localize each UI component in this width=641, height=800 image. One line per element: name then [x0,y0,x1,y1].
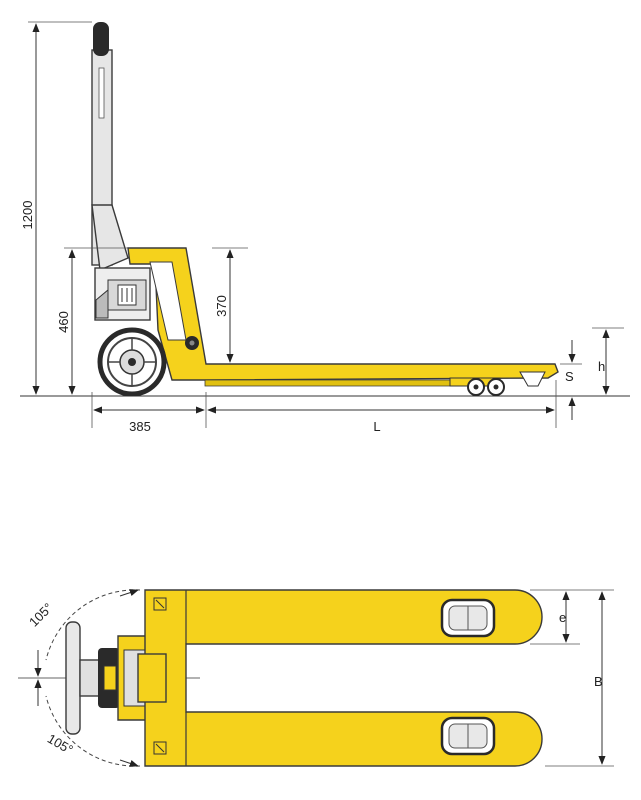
dim-frame-height: 370 [214,295,229,317]
dim-fork-length: L [373,419,380,434]
handle-grip-icon [93,22,109,56]
frame-and-fork [127,247,559,387]
angle-lower: 105° [45,731,76,757]
frame-mast [127,247,559,381]
angle-upper: 105° [26,600,56,630]
dim-total-height: 1200 [20,201,35,230]
dim-lift-height: h [598,359,605,374]
top-view: 105° 105° [18,589,614,767]
pump-unit [94,267,151,321]
load-rollers [449,377,505,396]
dim-handle-pivot-height: 460 [56,311,71,333]
dim-front-length: 385 [129,419,151,434]
roller-lower [440,716,496,756]
handle [91,22,129,272]
roller-upper [440,598,496,638]
dim-fork-width: e [559,610,566,625]
dim-overall-width: B [594,674,603,689]
steer-wheel [97,327,167,397]
steer-arc-lower [45,695,141,767]
side-view: 1200 460 370 385 L S h [20,21,630,434]
steer-arc-upper [45,589,141,661]
dim-fork-thickness: S [565,369,574,384]
